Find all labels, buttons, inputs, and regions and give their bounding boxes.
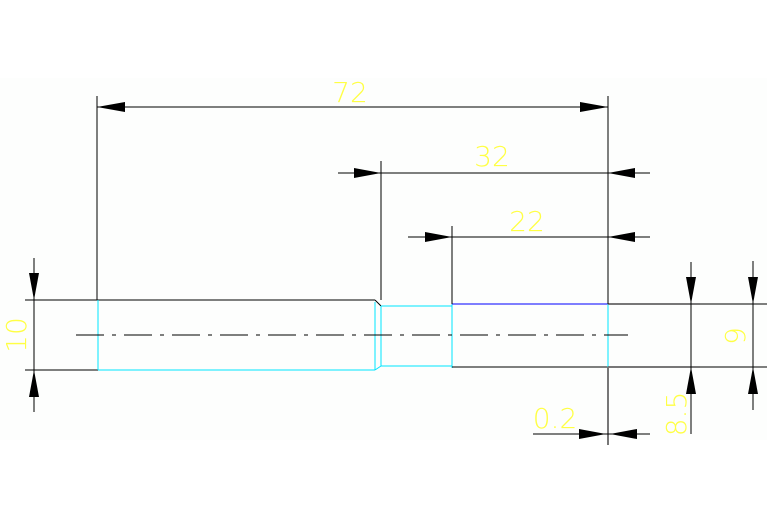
arrowhead-right: [580, 102, 608, 112]
dimension-label-8-5: 8.5: [660, 392, 693, 437]
step-chamfer-top: [374, 299, 382, 307]
arrowhead-bottom: [748, 367, 758, 394]
dimension-10: 10: [0, 258, 39, 412]
dimension-label-32: 32: [474, 140, 510, 173]
arrowhead-left: [425, 232, 452, 242]
arrowhead-top: [29, 273, 39, 300]
arrowhead-top: [748, 277, 758, 304]
arrowhead-right: [608, 232, 635, 242]
dimension-72: 72: [96, 76, 609, 304]
arrowhead-right: [608, 168, 635, 178]
dimension-0-2: 0.2: [533, 402, 650, 439]
dimension-label-0-2: 0.2: [533, 402, 578, 435]
dimension-label-10: 10: [0, 317, 33, 353]
arrowhead-right: [610, 429, 637, 439]
dimension-22: 22: [408, 205, 650, 304]
dimension-label-72: 72: [332, 76, 368, 109]
dimension-8-5: 8.5: [660, 262, 696, 436]
step-chamfer-bottom: [374, 365, 382, 371]
arrowhead-left: [354, 168, 381, 178]
dimension-9: 9: [700, 261, 767, 410]
drawing-sheet: [0, 78, 767, 440]
arrowhead-left: [579, 429, 606, 439]
arrowhead-top: [686, 277, 696, 304]
arrowhead-bottom: [29, 370, 39, 397]
arrowhead-bottom: [686, 367, 696, 394]
dimension-label-22: 22: [509, 205, 545, 238]
shaft-geometry: [25, 299, 700, 445]
dimension-32: 32: [338, 140, 650, 300]
arrowhead-left: [97, 102, 125, 112]
dimension-label-9: 9: [719, 327, 752, 345]
